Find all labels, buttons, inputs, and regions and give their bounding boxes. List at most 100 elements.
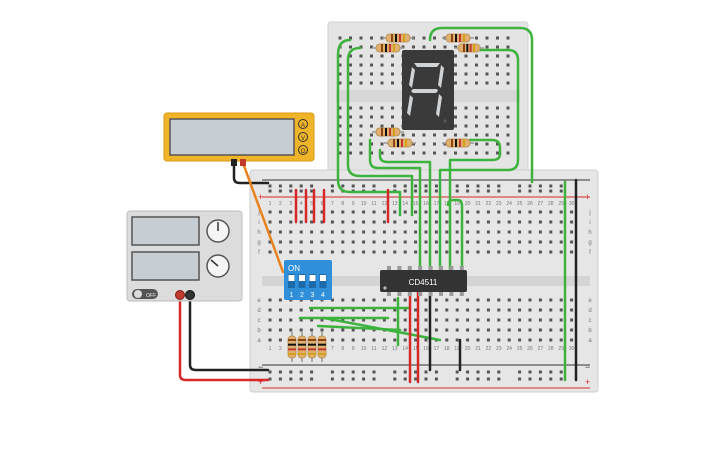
breadboard-hole[interactable]: [414, 230, 418, 234]
breadboard-hole[interactable]: [382, 338, 386, 342]
breadboard-hole[interactable]: [278, 338, 282, 342]
breadboard-hole[interactable]: [559, 308, 563, 312]
breadboard-hole[interactable]: [559, 298, 563, 302]
breadboard-hole[interactable]: [506, 72, 510, 76]
breadboard-hole[interactable]: [382, 298, 386, 302]
breadboard-hole[interactable]: [485, 45, 489, 49]
breadboard-hole[interactable]: [289, 328, 293, 332]
resistor[interactable]: [454, 43, 484, 53]
breadboard-hole[interactable]: [475, 151, 478, 155]
breadboard-hole[interactable]: [370, 124, 373, 128]
rail-hole[interactable]: [486, 184, 490, 188]
wire-green[interactable]: [346, 46, 414, 217]
breadboard-hole[interactable]: [299, 328, 303, 332]
breadboard-hole[interactable]: [506, 54, 510, 58]
dip-toggle-1[interactable]: 1: [288, 274, 295, 299]
breadboard-hole[interactable]: [359, 36, 363, 40]
breadboard-hole[interactable]: [278, 328, 282, 332]
breadboard-hole[interactable]: [464, 133, 468, 137]
rail-hole[interactable]: [278, 189, 282, 193]
rail-hole[interactable]: [278, 184, 282, 188]
breadboard-hole[interactable]: [289, 308, 293, 312]
rail-hole[interactable]: [497, 189, 501, 193]
breadboard-hole[interactable]: [475, 36, 478, 40]
breadboard-hole[interactable]: [372, 230, 376, 234]
breadboard-hole[interactable]: [338, 115, 342, 119]
breadboard-hole[interactable]: [518, 210, 522, 214]
breadboard-hole[interactable]: [445, 240, 449, 244]
wire-green[interactable]: [438, 48, 520, 272]
rail-hole[interactable]: [518, 189, 522, 193]
breadboard-hole[interactable]: [370, 81, 373, 85]
breadboard-hole[interactable]: [359, 115, 363, 119]
rail-hole[interactable]: [362, 184, 366, 188]
breadboard-hole[interactable]: [507, 220, 511, 224]
breadboard-hole[interactable]: [268, 230, 272, 234]
breadboard-hole[interactable]: [528, 318, 532, 322]
breadboard-hole[interactable]: [445, 250, 449, 254]
breadboard-hole[interactable]: [403, 250, 407, 254]
rail-hole[interactable]: [278, 377, 282, 381]
breadboard-hole[interactable]: [496, 45, 499, 49]
breadboard-hole[interactable]: [391, 151, 394, 155]
breadboard-hole[interactable]: [338, 36, 342, 40]
breadboard-hole[interactable]: [310, 220, 314, 224]
breadboard-hole[interactable]: [570, 210, 574, 214]
breadboard-hole[interactable]: [359, 81, 363, 85]
breadboard-hole[interactable]: [393, 298, 397, 302]
current-knob[interactable]: [206, 254, 230, 278]
breadboard-hole[interactable]: [362, 210, 366, 214]
breadboard-hole[interactable]: [506, 63, 510, 67]
rail-hole[interactable]: [351, 370, 355, 374]
breadboard-hole[interactable]: [549, 210, 553, 214]
breadboard-hole[interactable]: [320, 240, 324, 244]
rail-hole[interactable]: [393, 370, 397, 374]
breadboard-hole[interactable]: [454, 81, 457, 85]
multimeter-probe-red[interactable]: [240, 159, 246, 166]
breadboard-hole[interactable]: [382, 318, 386, 322]
breadboard-hole[interactable]: [506, 45, 510, 49]
breadboard-hole[interactable]: [518, 220, 522, 224]
breadboard-hole[interactable]: [518, 308, 522, 312]
breadboard-hole[interactable]: [434, 230, 438, 234]
breadboard-hole[interactable]: [485, 142, 489, 146]
breadboard-hole[interactable]: [475, 63, 478, 67]
rail-hole[interactable]: [549, 189, 553, 193]
breadboard-hole[interactable]: [412, 142, 415, 146]
breadboard-hole[interactable]: [289, 240, 293, 244]
rail-hole[interactable]: [549, 184, 553, 188]
multimeter-mode-ohm[interactable]: Ω: [298, 145, 308, 156]
breadboard-hole[interactable]: [268, 220, 272, 224]
breadboard-hole[interactable]: [455, 328, 459, 332]
breadboard-hole[interactable]: [349, 72, 352, 76]
rail-hole[interactable]: [393, 184, 397, 188]
breadboard-hole[interactable]: [424, 308, 428, 312]
rail-hole[interactable]: [278, 370, 282, 374]
breadboard-hole[interactable]: [362, 298, 366, 302]
resistor[interactable]: [382, 33, 414, 43]
breadboard-hole[interactable]: [475, 142, 478, 146]
wire-black[interactable]: [188, 295, 270, 372]
power-supply[interactable]: OFF: [126, 210, 243, 302]
breadboard-hole[interactable]: [466, 298, 470, 302]
breadboard-hole[interactable]: [506, 115, 510, 119]
rail-hole[interactable]: [549, 377, 553, 381]
breadboard-hole[interactable]: [443, 142, 447, 146]
rail-hole[interactable]: [289, 189, 293, 193]
breadboard-hole[interactable]: [380, 142, 384, 146]
rail-hole[interactable]: [393, 377, 397, 381]
rail-hole[interactable]: [528, 370, 532, 374]
breadboard-hole[interactable]: [443, 133, 447, 137]
breadboard-hole[interactable]: [454, 106, 457, 110]
breadboard-hole[interactable]: [507, 230, 511, 234]
wire-green[interactable]: [322, 316, 442, 342]
wire-green[interactable]: [368, 138, 422, 272]
breadboard-hole[interactable]: [538, 240, 542, 244]
breadboard-hole[interactable]: [351, 250, 355, 254]
breadboard-hole[interactable]: [424, 338, 428, 342]
breadboard-hole[interactable]: [268, 318, 272, 322]
breadboard-hole[interactable]: [382, 240, 386, 244]
breadboard-hole[interactable]: [372, 308, 376, 312]
breadboard-hole[interactable]: [549, 250, 553, 254]
